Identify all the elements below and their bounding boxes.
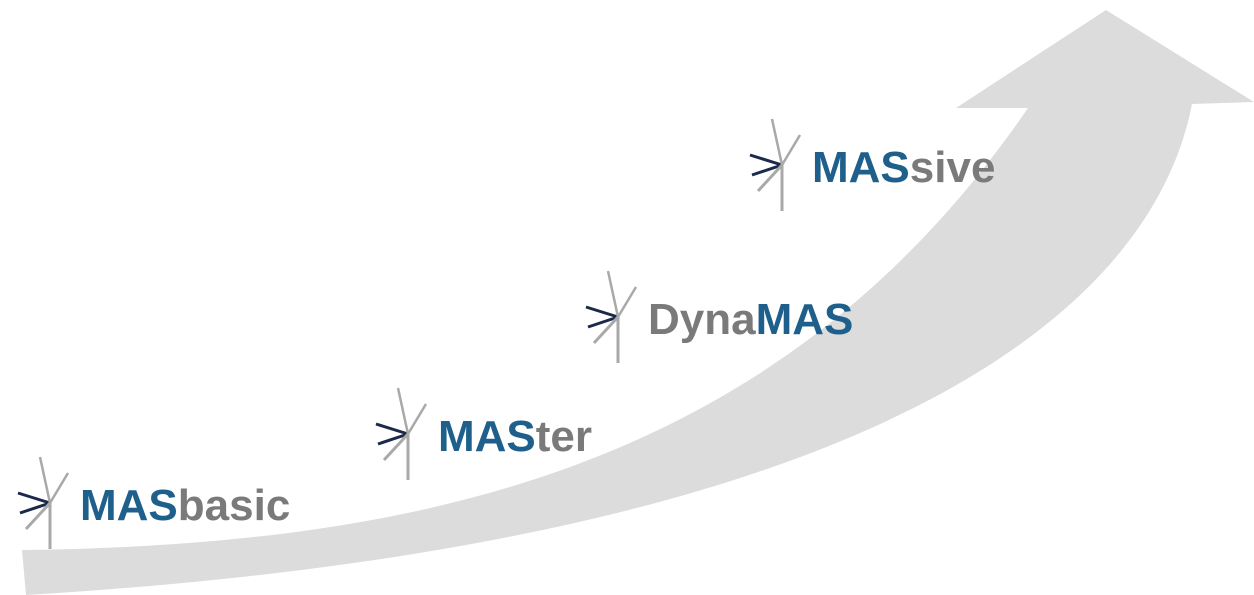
label-part-suffix: sive xyxy=(909,143,996,192)
converging-arrows-logo-icon xyxy=(17,456,70,549)
label-part-brand: MAS xyxy=(438,412,536,461)
label-part-brand: MAS xyxy=(80,481,178,530)
label-part-brand: MAS xyxy=(812,143,910,192)
stage-masbasic: MASbasic xyxy=(14,455,290,551)
label-part-brand: MAS xyxy=(755,295,854,344)
stage-dynamas: DynaMAS xyxy=(582,269,853,365)
growth-arrow-shape xyxy=(22,10,1254,595)
label-part-prefix: Dyna xyxy=(648,295,756,344)
converging-arrows-logo-icon xyxy=(375,387,428,480)
stage-massive: MASsive xyxy=(746,117,995,213)
converging-arrows-logo-icon xyxy=(585,270,638,363)
stage-master: MASter xyxy=(372,386,592,482)
stage-label-dynamas: DynaMAS xyxy=(648,295,853,345)
label-part-suffix: ter xyxy=(535,412,593,461)
label-part-suffix: basic xyxy=(177,481,291,530)
stage-label-massive: MASsive xyxy=(812,143,995,193)
stage-label-masbasic: MASbasic xyxy=(80,481,290,531)
stage-label-master: MASter xyxy=(438,412,592,462)
converging-arrows-logo-icon xyxy=(749,118,802,211)
